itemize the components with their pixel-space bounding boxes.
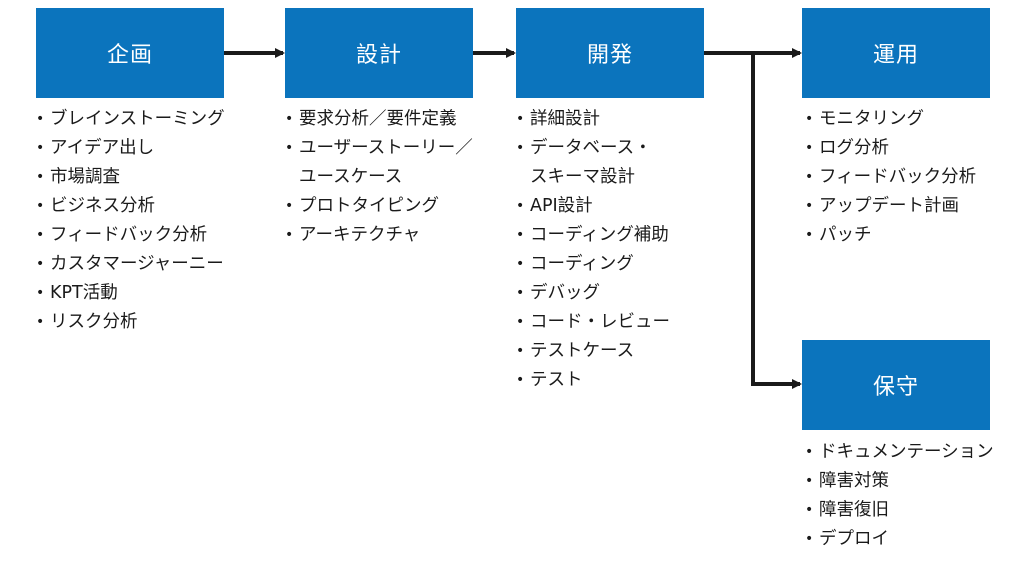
list-item: モニタリング	[805, 105, 976, 134]
list-item: アップデート計画	[805, 192, 976, 221]
list-item: KPT活動	[36, 279, 225, 308]
list-item: 詳細設計	[516, 105, 670, 134]
item-list-hoshu: ドキュメンテーション 障害対策 障害復旧 デプロイ	[805, 438, 994, 554]
item-list-sekkei: 要求分析／要件定義 ユーザーストーリー／ユースケース プロトタイピング アーキテ…	[285, 105, 473, 250]
stage-title-kikaku: 企画	[106, 43, 153, 68]
stage-title-sekkei: 設計	[355, 43, 402, 68]
list-item: フィードバック分析	[36, 221, 225, 250]
list-item: カスタマージャーニー	[36, 250, 225, 279]
list-item: コード・レビュー	[516, 308, 670, 337]
stage-box-hoshu: 保守	[802, 340, 990, 430]
item-list-kaihatsu: 詳細設計 データベース・スキーマ設計 API設計 コーディング補助 コーディング…	[516, 105, 670, 395]
stage-title-hoshu: 保守	[872, 375, 919, 400]
list-item: ログ分析	[805, 134, 976, 163]
list-item: ユーザーストーリー／ユースケース	[285, 134, 473, 192]
list-item: パッチ	[805, 221, 976, 250]
list-item: プロトタイピング	[285, 192, 473, 221]
list-item: ドキュメンテーション	[805, 438, 994, 467]
arrow-kaihatsu-to-hoshu	[751, 53, 802, 389]
stage-box-unyou: 運用	[802, 8, 990, 98]
item-list-kikaku: ブレインストーミング アイデア出し 市場調査 ビジネス分析 フィードバック分析 …	[36, 105, 225, 337]
stage-box-sekkei: 設計	[285, 8, 473, 98]
list-item: データベース・スキーマ設計	[516, 134, 670, 192]
stage-box-kaihatsu: 開発	[516, 8, 704, 98]
list-item: コーディング	[516, 250, 670, 279]
list-item: API設計	[516, 192, 670, 221]
list-item: テストケース	[516, 337, 670, 366]
list-item: フィードバック分析	[805, 163, 976, 192]
list-item: テスト	[516, 366, 670, 395]
list-item: アーキテクチャ	[285, 221, 473, 250]
list-item: ブレインストーミング	[36, 105, 225, 134]
list-item: デプロイ	[805, 525, 994, 554]
list-item: 障害復旧	[805, 496, 994, 525]
list-item: リスク分析	[36, 308, 225, 337]
list-item: ビジネス分析	[36, 192, 225, 221]
stage-box-kikaku: 企画	[36, 8, 224, 98]
stage-title-kaihatsu: 開発	[586, 43, 633, 68]
list-item: アイデア出し	[36, 134, 225, 163]
item-list-unyou: モニタリング ログ分析 フィードバック分析 アップデート計画 パッチ	[805, 105, 976, 250]
list-item: 障害対策	[805, 467, 994, 496]
list-item: 要求分析／要件定義	[285, 105, 473, 134]
list-item: コーディング補助	[516, 221, 670, 250]
stage-title-unyou: 運用	[872, 43, 919, 68]
list-item: 市場調査	[36, 163, 225, 192]
list-item: デバッグ	[516, 279, 670, 308]
